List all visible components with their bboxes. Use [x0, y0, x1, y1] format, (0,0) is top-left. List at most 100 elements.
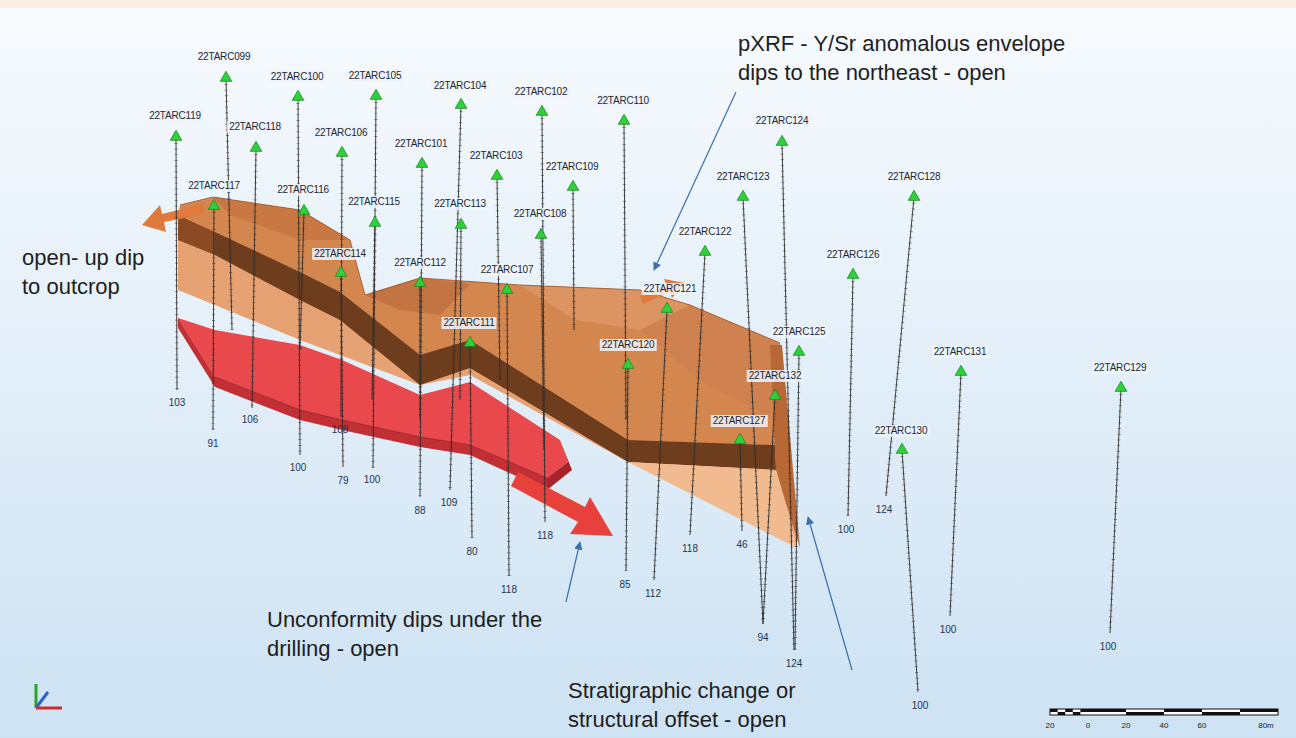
hole-depth: 112	[645, 588, 661, 600]
sample-ticks	[460, 231, 461, 400]
drillholes	[170, 71, 1127, 692]
hole-depth: 109	[441, 497, 458, 509]
sample-ticks	[690, 258, 705, 535]
drillhole-trace	[782, 142, 794, 650]
sample-ticks	[1110, 394, 1121, 633]
drillhole-trace	[795, 352, 799, 650]
sample-ticks	[795, 358, 799, 650]
collar-marker	[501, 283, 513, 293]
drillhole-id: 22TARC121	[642, 283, 699, 295]
drillhole-id: 22TARC124	[754, 115, 811, 127]
sample-ticks	[541, 241, 544, 450]
hole-depth: 79	[337, 475, 348, 487]
drillhole-id: 22TARC132	[747, 370, 804, 382]
envelope-top	[180, 197, 780, 445]
envelope-outline	[180, 197, 780, 343]
sample-ticks	[902, 456, 918, 692]
collar-marker	[536, 105, 548, 115]
collar-marker	[369, 216, 381, 226]
collar-marker	[416, 157, 428, 167]
collar-marker	[414, 276, 426, 286]
drillhole-id: 22TARC107	[479, 264, 536, 276]
drillhole-id: 22TARC111	[441, 317, 496, 329]
sample-ticks	[950, 378, 961, 616]
callout-note: Stratigraphic change or structural offse…	[568, 676, 868, 734]
sample-ticks	[300, 217, 304, 350]
sample-ticks	[654, 315, 667, 580]
collar-marker	[170, 130, 182, 140]
envelope-end-face	[178, 215, 215, 255]
sample-ticks	[497, 182, 500, 380]
drillhole-id: 22TARC119	[147, 110, 203, 122]
envelope-facet	[640, 305, 780, 420]
sample-ticks	[418, 289, 421, 420]
drillhole-trace	[507, 290, 509, 576]
sample-ticks	[213, 212, 214, 430]
callout-note: open- up dip to outcrop	[22, 243, 162, 301]
scale-segment	[1050, 709, 1058, 712]
scale-label: 0	[1086, 721, 1090, 731]
collar-marker	[292, 90, 304, 100]
drillhole-trace	[373, 96, 376, 468]
envelope-facet	[213, 197, 350, 240]
collar-marker	[336, 146, 348, 156]
sample-ticks	[740, 446, 742, 531]
sample-ticks	[542, 118, 545, 522]
drillhole-trace	[542, 112, 545, 522]
drillhole-id: 22TARC123	[715, 171, 772, 183]
collar-marker	[220, 71, 232, 81]
collar-marker	[793, 345, 805, 355]
hole-depth: 80	[466, 546, 477, 558]
drillhole-id: 22TARC117	[186, 180, 242, 192]
drillhole-id: 22TARC129	[1092, 362, 1149, 374]
sample-ticks	[626, 371, 628, 571]
sample-ticks	[341, 159, 342, 417]
sample-ticks	[743, 203, 763, 624]
collar-marker	[769, 389, 781, 399]
sample-ticks	[373, 102, 376, 468]
hole-depth: 46	[736, 539, 747, 551]
callout-note: Unconformity dips under the drilling - o…	[267, 605, 567, 663]
collar-marker	[734, 433, 746, 443]
drillhole-id: 22TARC130	[873, 425, 930, 437]
drillhole-trace	[420, 283, 421, 420]
drillhole-id: 22TARC113	[432, 198, 488, 210]
sample-ticks	[573, 193, 574, 330]
scale-label: 20	[1046, 721, 1055, 731]
sample-ticks	[420, 170, 422, 497]
drillhole-trace	[624, 121, 626, 420]
collar-marker	[455, 218, 467, 228]
drillhole-id: 22TARC126	[825, 249, 882, 261]
open-arrow	[142, 204, 205, 232]
scale-segment	[1080, 709, 1088, 712]
scale-label: 20	[1122, 721, 1131, 731]
drillhole-id: 22TARC102	[513, 86, 570, 98]
hole-depth: 100	[290, 462, 307, 474]
drillhole-trace	[541, 235, 544, 450]
sample-ticks	[341, 279, 343, 467]
drillhole-id: 22TARC103	[468, 150, 525, 162]
collar-marker	[622, 358, 634, 368]
collar-marker	[535, 228, 547, 238]
hole-depth: 124	[786, 658, 803, 670]
drillhole-trace	[743, 197, 763, 624]
drillhole-trace	[626, 365, 628, 571]
sample-ticks	[372, 229, 375, 400]
drillhole-id: 22TARC122	[677, 226, 734, 238]
drillhole-id: 22TARC105	[347, 70, 404, 82]
drillhole-trace	[372, 223, 375, 400]
collar-marker	[737, 190, 749, 200]
scale-segment	[1126, 712, 1164, 715]
drillhole-id: 22TARC108	[512, 208, 569, 220]
collar-marker	[618, 114, 630, 124]
collar-marker	[661, 302, 673, 312]
hole-depth: 103	[169, 397, 186, 409]
collar-marker	[455, 98, 467, 108]
scale-segment	[1164, 709, 1202, 712]
sample-ticks	[298, 103, 300, 455]
sample-ticks	[886, 203, 914, 496]
drillhole-id: 22TARC127	[711, 415, 768, 427]
drillhole-id: 22TARC116	[275, 184, 331, 196]
unconformity-edge	[547, 440, 572, 490]
